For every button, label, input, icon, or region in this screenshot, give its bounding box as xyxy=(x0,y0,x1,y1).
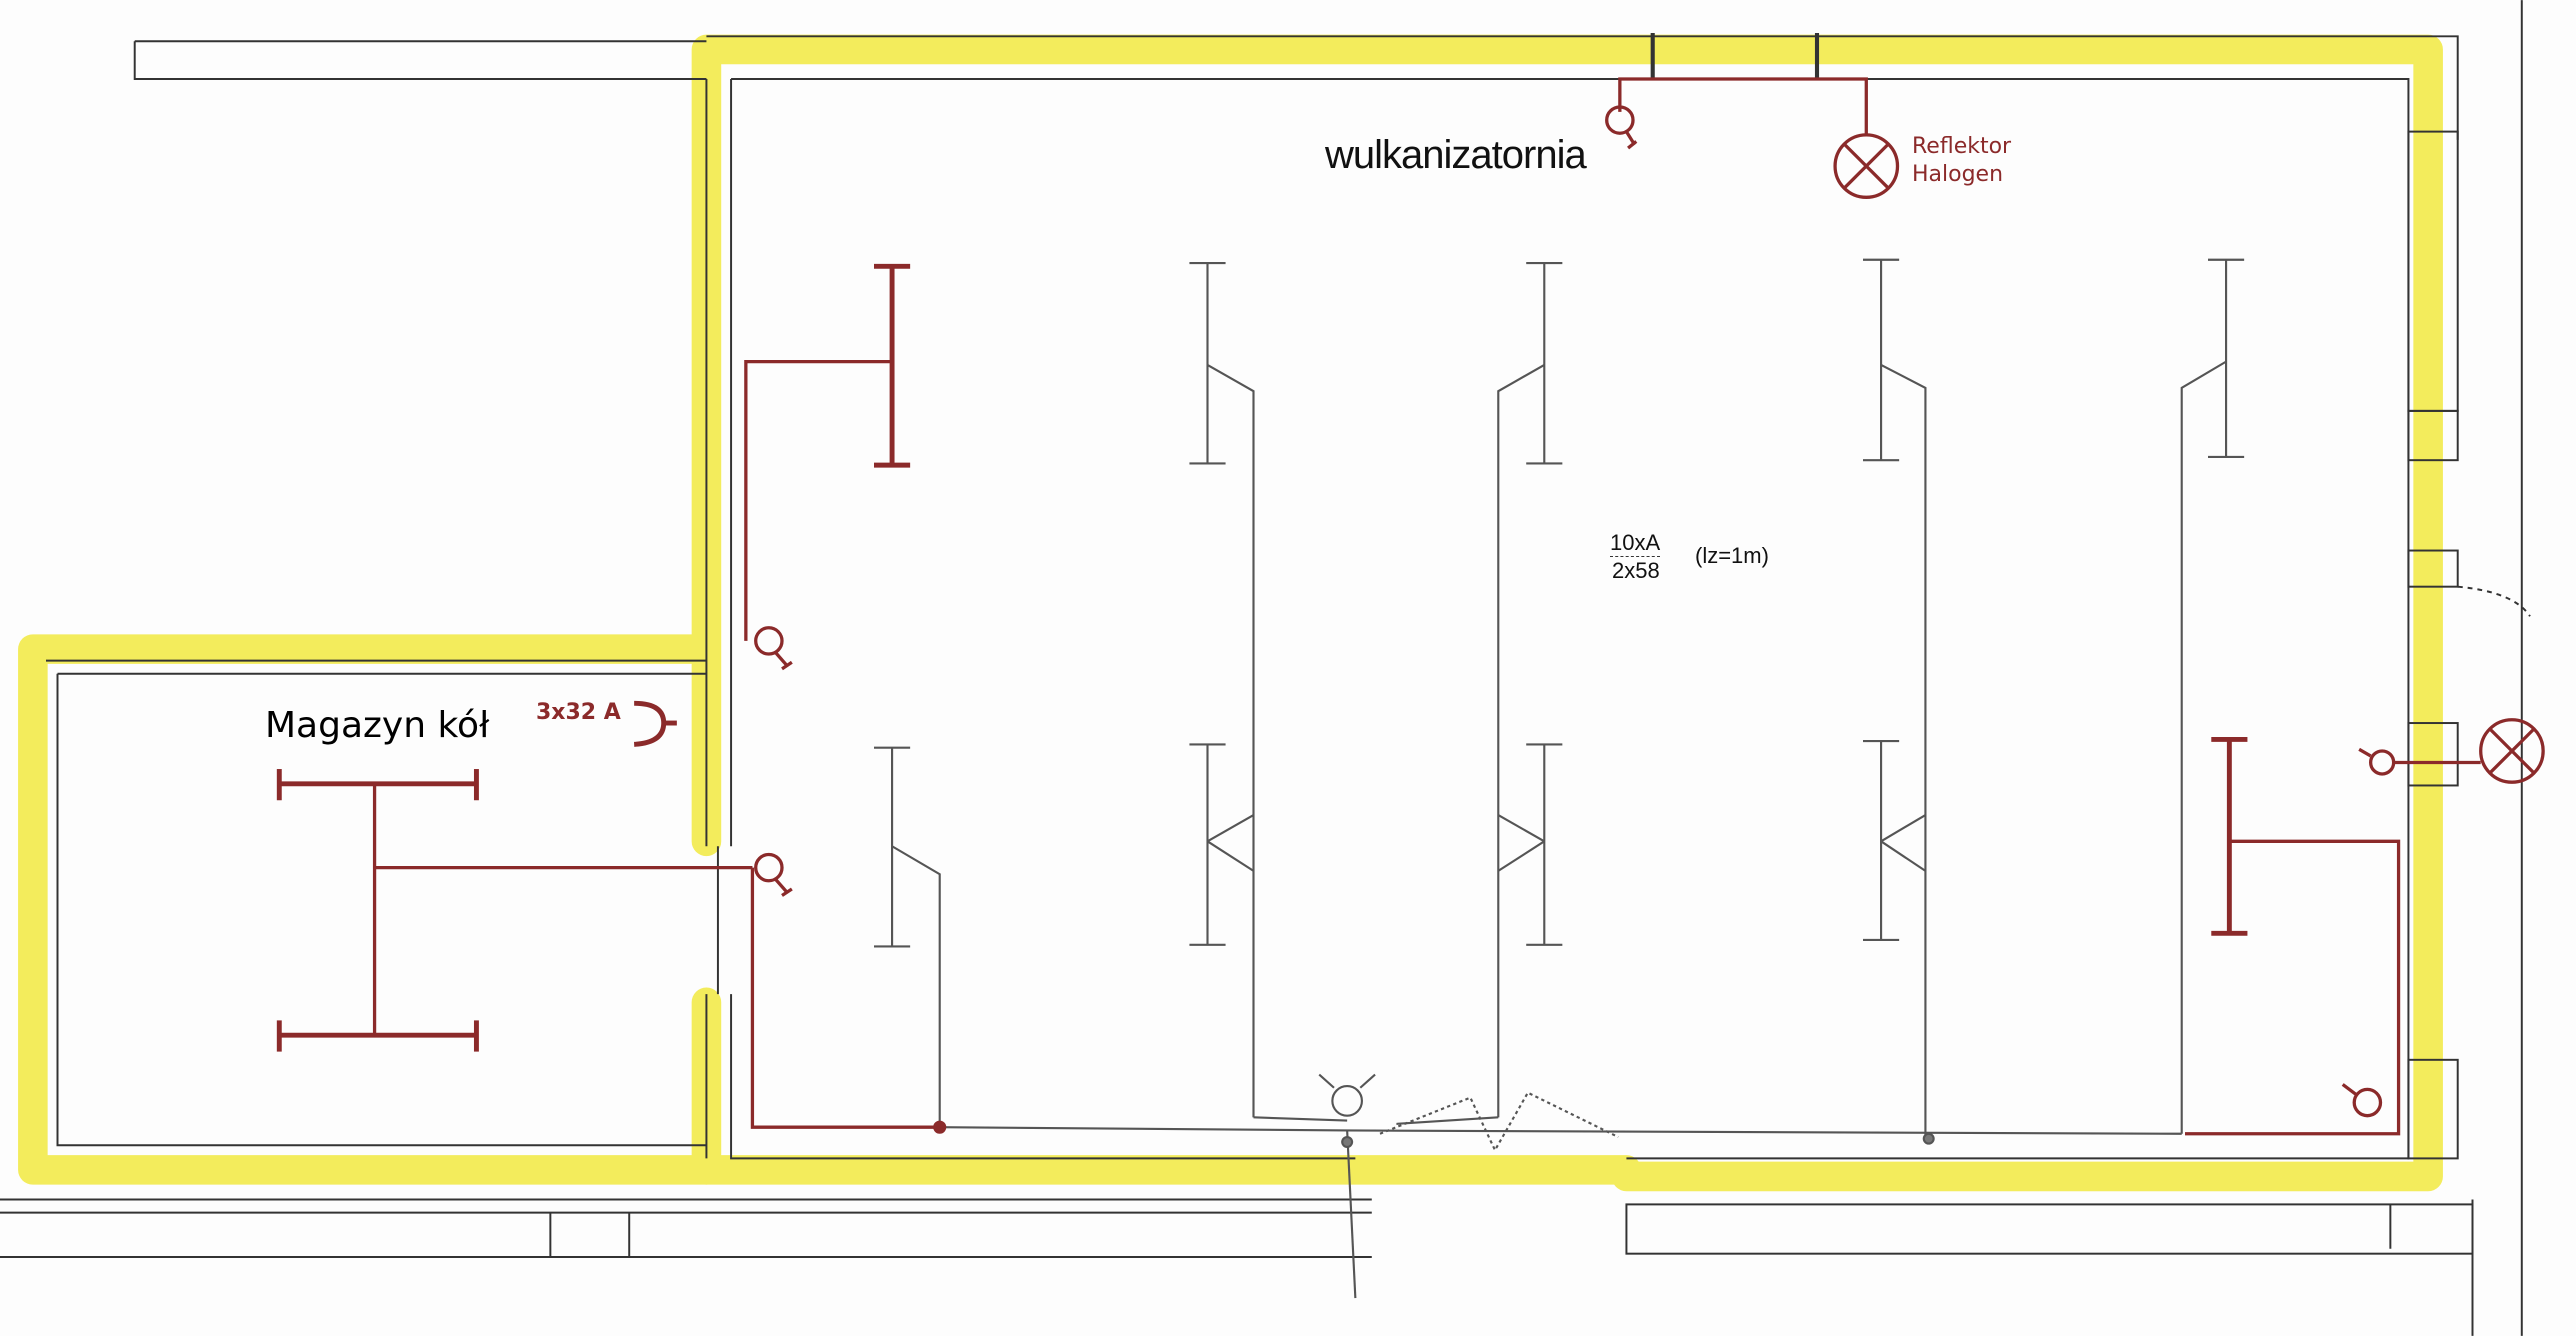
room-label-storage: Magazyn kół xyxy=(265,705,490,746)
socket-label: 3x32 A xyxy=(536,700,621,725)
highlighted-walls xyxy=(18,34,2443,1192)
luminaire-spec-numerator: 10xA xyxy=(1610,530,1661,557)
luminaire-spec-denominator: 2x58 xyxy=(1612,558,1660,583)
reflector-label-line2: Halogen xyxy=(1912,162,2004,187)
room-label-main: wulkanizatornia xyxy=(1325,133,1587,177)
fluorescent-luminaires xyxy=(874,258,2245,1299)
reflector-label-line1: Reflektor xyxy=(1912,134,2012,159)
luminaire-spec-note: (lz=1m) xyxy=(1695,543,1769,568)
red-circuits xyxy=(276,77,2545,1136)
